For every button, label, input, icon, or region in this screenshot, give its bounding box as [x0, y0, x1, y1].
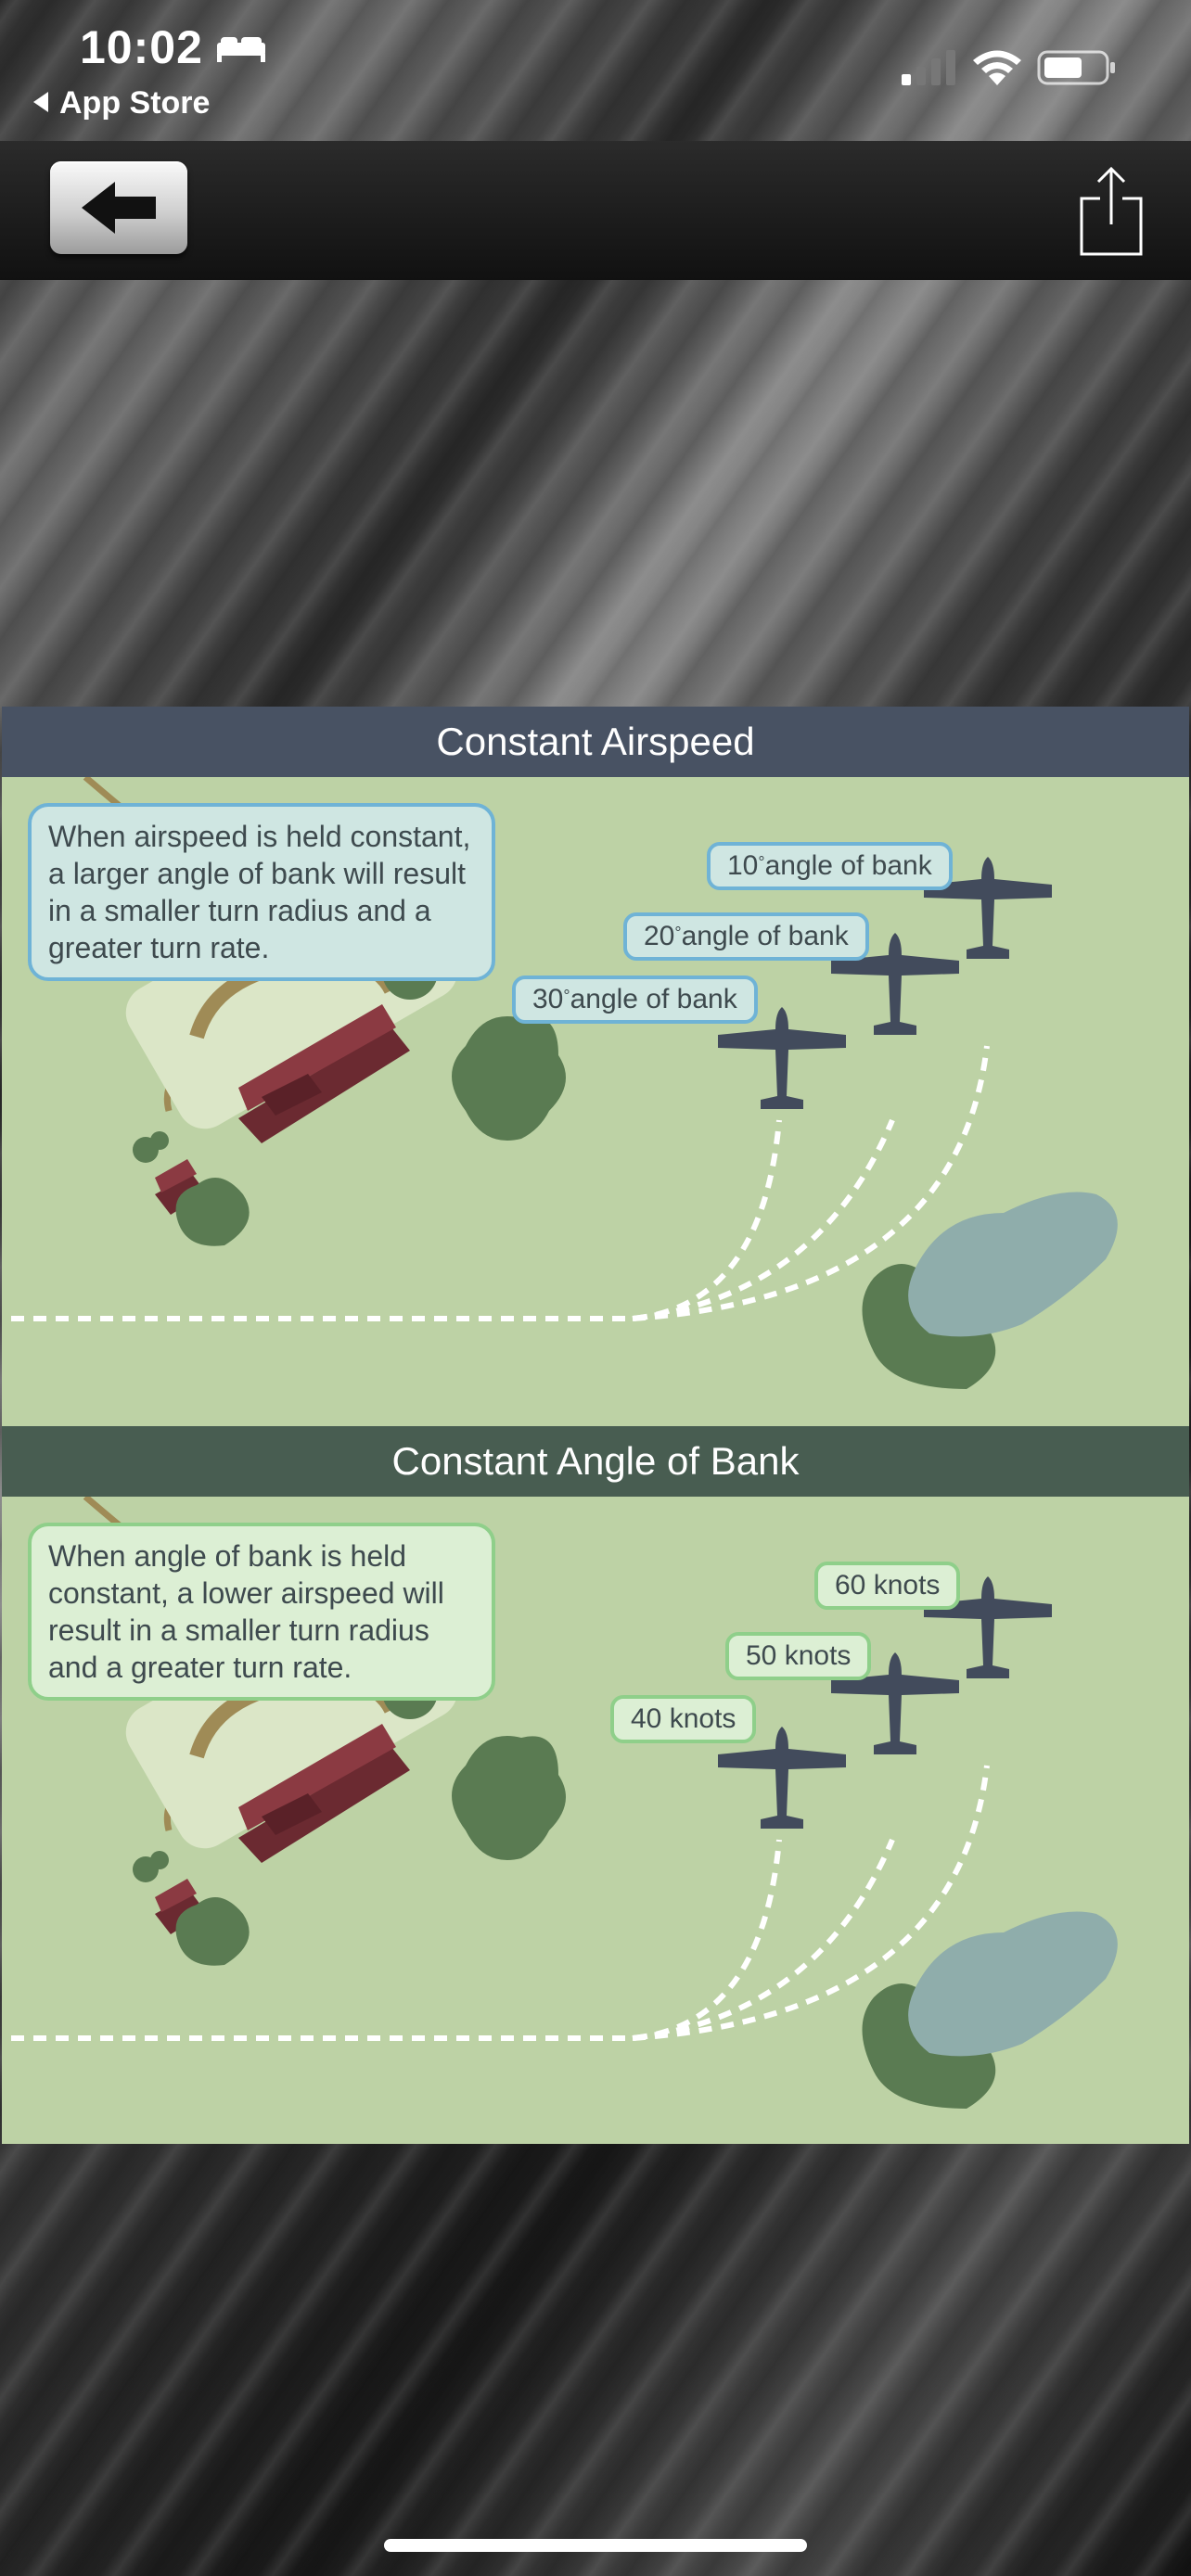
- explanation-callout: When angle of bank is held constant, a l…: [28, 1523, 495, 1701]
- label-value: 30: [532, 984, 564, 1014]
- degree-symbol: °: [758, 853, 765, 872]
- share-icon[interactable]: [1076, 165, 1146, 258]
- left-arrow-icon: [82, 182, 156, 234]
- label-text: angle of bank: [570, 984, 737, 1014]
- panel-title: Constant Airspeed: [2, 707, 1189, 777]
- degree-symbol: °: [674, 924, 682, 942]
- label-text: knots: [784, 1640, 852, 1671]
- label-50-knots: 50 knots: [725, 1632, 872, 1680]
- flight-paths: [11, 1045, 990, 1321]
- wifi-icon: [973, 50, 1021, 85]
- back-to-app-store-link[interactable]: App Store: [33, 85, 210, 121]
- label-10-degree-bank: 10°angle of bank: [707, 842, 953, 890]
- battery-icon: [1037, 50, 1115, 85]
- trees: [133, 1640, 996, 2109]
- label-value: 20: [644, 921, 675, 951]
- barn: [155, 1724, 410, 1934]
- label-value: 10: [727, 850, 759, 881]
- explanation-callout: When airspeed is held constant, a larger…: [28, 803, 495, 981]
- airplane-10-degree: [924, 857, 1052, 959]
- back-app-label: App Store: [59, 85, 211, 121]
- degree-symbol: °: [563, 987, 570, 1005]
- bed-icon: [217, 37, 265, 62]
- panel-title: Constant Angle of Bank: [2, 1426, 1189, 1497]
- airplane-30-degree: [718, 1007, 846, 1109]
- label-text: angle of bank: [681, 921, 849, 951]
- label-20-degree-bank: 20°angle of bank: [623, 912, 869, 961]
- status-bar: 10:02 App Store: [0, 0, 1191, 139]
- airplane-40-knots: [718, 1727, 846, 1829]
- turn-diagram-scene: When angle of bank is held constant, a l…: [2, 1497, 1189, 2144]
- label-value: 60: [835, 1570, 866, 1600]
- label-text: knots: [873, 1570, 941, 1600]
- cellular-signal-icon: [902, 50, 955, 85]
- barn: [155, 1004, 410, 1215]
- home-indicator[interactable]: [384, 2539, 807, 2552]
- label-40-knots: 40 knots: [610, 1695, 757, 1743]
- flight-paths: [11, 1765, 990, 2041]
- back-button[interactable]: [50, 161, 187, 254]
- label-60-knots: 60 knots: [814, 1562, 961, 1610]
- label-value: 50: [746, 1640, 777, 1671]
- label-text: angle of bank: [764, 850, 932, 881]
- label-text: knots: [669, 1703, 736, 1734]
- toolbar: [0, 141, 1191, 280]
- back-triangle-icon: [33, 92, 48, 113]
- label-value: 40: [631, 1703, 662, 1734]
- label-30-degree-bank: 30°angle of bank: [512, 976, 758, 1024]
- status-time: 10:02: [80, 21, 203, 73]
- turn-diagram-scene: When airspeed is held constant, a larger…: [2, 777, 1189, 1426]
